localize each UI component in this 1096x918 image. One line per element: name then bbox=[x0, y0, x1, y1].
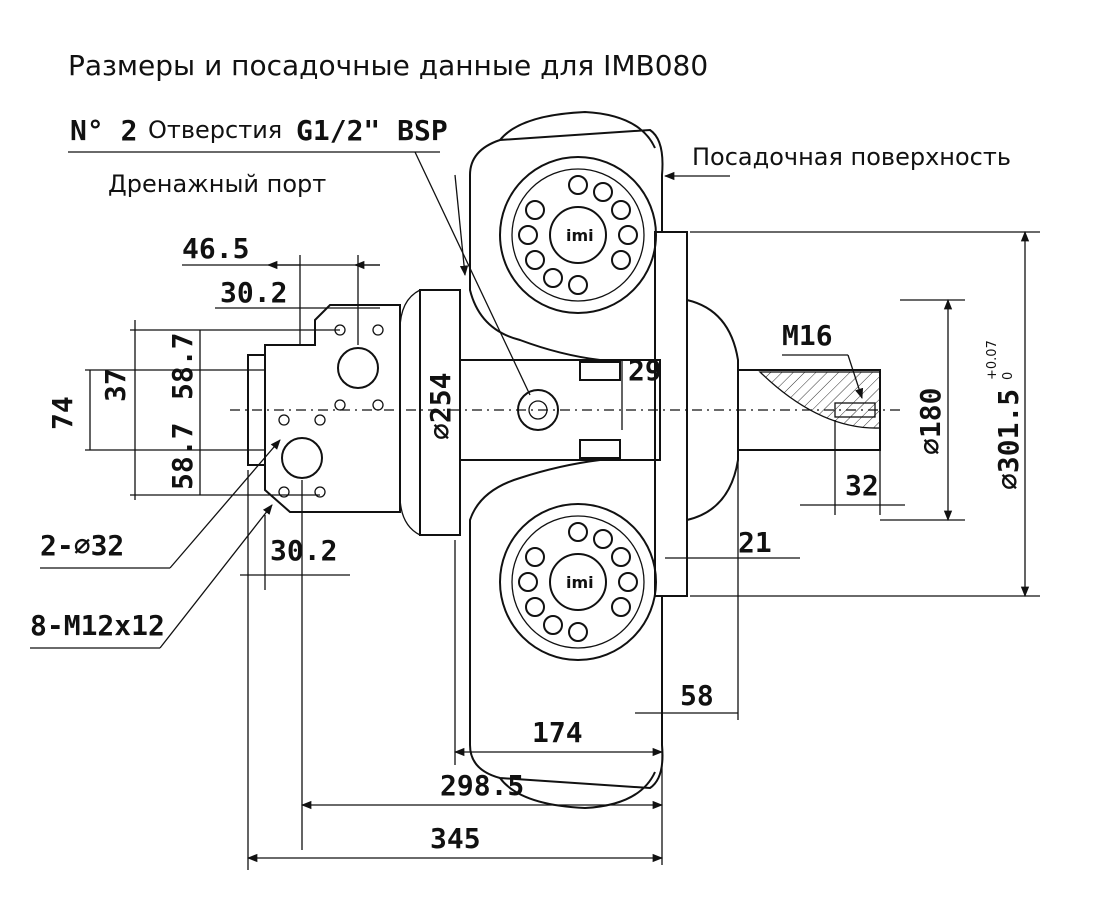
upper-piston-cover: imi bbox=[499, 156, 657, 314]
dim-21: 21 bbox=[738, 526, 772, 559]
motor-body bbox=[230, 110, 900, 810]
lower-piston-cover: imi bbox=[499, 503, 657, 661]
dim-32: 32 bbox=[845, 469, 879, 502]
port-block bbox=[264, 304, 401, 513]
dim-298-5: 298.5 bbox=[440, 769, 524, 802]
dimensions: 46.5 30.2 74 37 58.7 58.7 ∅254 29 ∅180 ∅… bbox=[46, 230, 1040, 870]
mounting-surface-label: Посадочная поверхность bbox=[692, 143, 1011, 171]
port-count-label: N° 2 bbox=[70, 114, 137, 147]
shaft-section-hatch bbox=[758, 371, 881, 429]
distributor-cover bbox=[419, 289, 461, 536]
dim-37: 37 bbox=[99, 368, 132, 402]
threads-label: 8-M12x12 bbox=[30, 609, 165, 642]
dim-174: 174 bbox=[532, 716, 583, 749]
dim-180: ∅180 bbox=[914, 388, 947, 455]
port-block-cap bbox=[247, 354, 266, 466]
mounting-flange bbox=[654, 231, 688, 597]
m16-label: M16 bbox=[782, 319, 833, 352]
dim-58: 58 bbox=[680, 679, 714, 712]
dim-301-5-tol-low: 0 bbox=[1001, 372, 1016, 380]
dim-301-5-tol-up: +0.07 bbox=[985, 340, 1000, 380]
brand-logo-lower: imi bbox=[566, 573, 594, 592]
holes-32-label: 2-∅32 bbox=[40, 529, 124, 562]
dim-58-7-top: 58.7 bbox=[166, 333, 199, 400]
dim-46-5: 46.5 bbox=[182, 232, 249, 265]
port-word-label: Отверстия bbox=[148, 116, 282, 144]
lower-piston-housing bbox=[469, 596, 664, 790]
callouts: N° 2 Отверстия G1/2" BSP Дренажный порт … bbox=[30, 114, 1011, 649]
dim-58-7-bot: 58.7 bbox=[166, 423, 199, 490]
dim-74: 74 bbox=[46, 396, 79, 430]
drawing-title: Размеры и посадочные данные для IMB080 bbox=[68, 49, 708, 82]
dim-345: 345 bbox=[430, 822, 481, 855]
upper-piston-housing bbox=[469, 128, 664, 232]
dim-29: 29 bbox=[628, 354, 662, 387]
dim-30-2-bot: 30.2 bbox=[270, 534, 337, 567]
brand-logo-upper: imi bbox=[566, 226, 594, 245]
port-thread-label: G1/2" BSP bbox=[296, 114, 448, 147]
dim-301-5: ∅301.5 bbox=[992, 389, 1025, 490]
drain-port-label: Дренажный порт bbox=[108, 170, 326, 198]
dim-30-2-top: 30.2 bbox=[220, 276, 287, 309]
dim-254: ∅254 bbox=[424, 373, 457, 440]
port-hole-upper bbox=[337, 347, 379, 389]
port-hole-lower bbox=[281, 437, 323, 479]
